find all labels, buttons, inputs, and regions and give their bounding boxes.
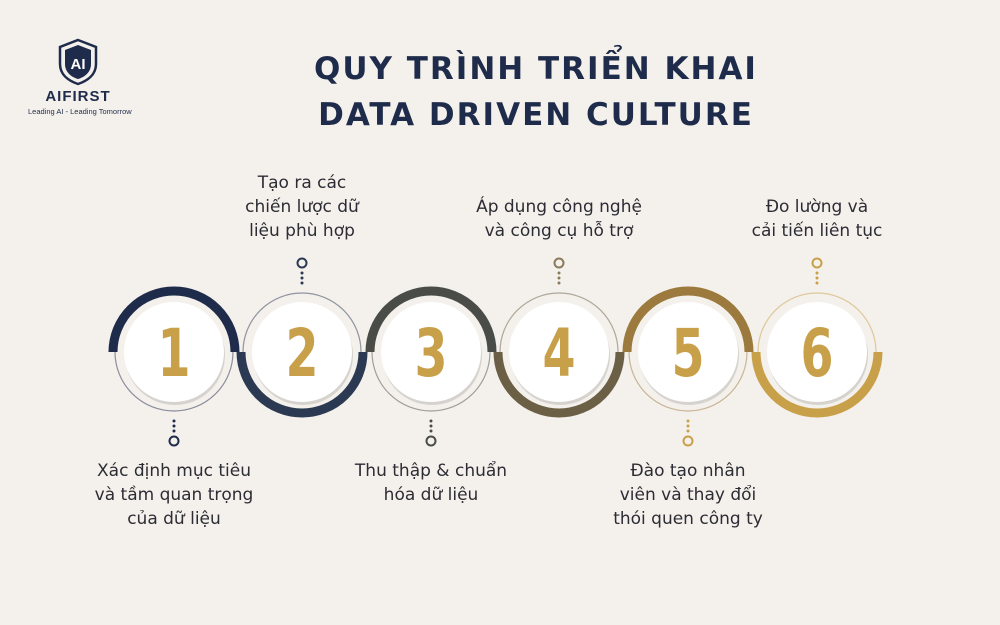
connector-dot bbox=[172, 419, 176, 423]
caption-line: hóa dữ liệu bbox=[383, 485, 479, 505]
page-title-line-1: QUY TRÌNH TRIỂN KHAI bbox=[314, 51, 758, 87]
step-ring-outline bbox=[371, 351, 491, 412]
step-number: 6 bbox=[800, 315, 833, 392]
connector-dot bbox=[686, 424, 690, 428]
caption-line: và tầm quan trọng bbox=[94, 485, 254, 505]
page-title-line-2: DATA DRIVEN CULTURE bbox=[318, 97, 754, 133]
connector-dot bbox=[429, 424, 433, 428]
caption-line: Tạo ra các bbox=[257, 173, 347, 193]
connector-node-icon bbox=[553, 257, 565, 269]
step-ring-outline bbox=[499, 292, 619, 353]
step-circle bbox=[252, 302, 352, 402]
step-circle bbox=[638, 302, 738, 402]
step-3: 3 bbox=[365, 286, 497, 447]
brand-name: AIFIRST bbox=[45, 88, 111, 105]
connector-node-icon bbox=[296, 257, 308, 269]
step-4: 4 bbox=[493, 257, 625, 418]
connector-node-icon bbox=[168, 435, 180, 447]
step-ring-arc bbox=[493, 351, 625, 418]
connector-dot bbox=[686, 429, 690, 433]
connector-node-icon bbox=[811, 257, 823, 269]
step-number: 5 bbox=[671, 315, 704, 392]
caption-line: của dữ liệu bbox=[127, 509, 221, 529]
step-circle bbox=[767, 302, 867, 402]
step-1: 1 bbox=[108, 286, 240, 447]
step-ring-outline bbox=[757, 292, 877, 353]
caption-line: Thu thập & chuẩn bbox=[354, 461, 508, 481]
step-ring-arc bbox=[751, 351, 883, 418]
step-3-caption: Thu thập & chuẩn hóa dữ liệu bbox=[331, 459, 531, 507]
caption-line: Áp dụng công nghệ bbox=[476, 197, 642, 217]
step-number: 3 bbox=[414, 315, 447, 392]
step-4-caption: Áp dụng công nghệ và công cụ hỗ trợ bbox=[459, 195, 659, 243]
connector-dot bbox=[557, 281, 561, 285]
connector-dot bbox=[815, 276, 819, 280]
shield-emblem-icon: AI bbox=[58, 38, 98, 86]
step-number: 4 bbox=[542, 315, 575, 392]
connector-dot bbox=[429, 429, 433, 433]
connector-dot bbox=[815, 271, 819, 275]
step-ring-outline bbox=[628, 351, 748, 412]
step-ring-arc bbox=[622, 286, 754, 353]
emblem-text: AI bbox=[71, 56, 86, 73]
connector-dot bbox=[300, 276, 304, 280]
caption-line: Đào tạo nhân bbox=[630, 461, 746, 481]
connector-dot bbox=[172, 429, 176, 433]
connector-dot bbox=[815, 281, 819, 285]
caption-line: và công cụ hỗ trợ bbox=[484, 221, 634, 241]
connector-node-icon bbox=[682, 435, 694, 447]
caption-line: cải tiến liên tục bbox=[751, 221, 883, 241]
step-5: 5 bbox=[622, 286, 754, 447]
caption-line: viên và thay đổi bbox=[619, 485, 757, 505]
step-ring-arc bbox=[365, 286, 497, 353]
step-number: 1 bbox=[157, 315, 190, 392]
step-5-caption: Đào tạo nhân viên và thay đổi thói quen cô… bbox=[588, 459, 788, 531]
connector-node-icon bbox=[425, 435, 437, 447]
brand-tagline: Leading AI - Leading Tomorrow bbox=[28, 107, 132, 116]
step-circle bbox=[509, 302, 609, 402]
caption-line: Đo lường và bbox=[765, 197, 869, 217]
connector-dot bbox=[557, 276, 561, 280]
step-2: 2 bbox=[236, 257, 368, 418]
connector-dot bbox=[686, 419, 690, 423]
step-6: 6 bbox=[751, 257, 883, 418]
connector-dot bbox=[429, 419, 433, 423]
caption-line: thói quen công ty bbox=[613, 509, 763, 529]
brand-logo: AI AIFIRST Leading AI - Leading Tomorrow bbox=[28, 38, 132, 116]
step-circle bbox=[124, 302, 224, 402]
caption-line: liệu phù hợp bbox=[249, 221, 355, 241]
caption-line: chiến lược dữ bbox=[245, 197, 359, 217]
step-ring-outline bbox=[114, 351, 234, 412]
step-circle bbox=[381, 302, 481, 402]
connector-dot bbox=[557, 271, 561, 275]
step-6-caption: Đo lường và cải tiến liên tục bbox=[717, 195, 917, 243]
step-1-caption: Xác định mục tiêu và tầm quan trọng của dữ… bbox=[74, 459, 274, 531]
connector-dot bbox=[300, 271, 304, 275]
caption-line: Xác định mục tiêu bbox=[97, 461, 251, 481]
step-ring-outline bbox=[242, 292, 362, 353]
connector-dot bbox=[172, 424, 176, 428]
step-number: 2 bbox=[285, 315, 318, 392]
connector-dot bbox=[300, 281, 304, 285]
step-ring-arc bbox=[236, 351, 368, 418]
step-2-caption: Tạo ra các chiến lược dữ liệu phù hợp bbox=[202, 171, 402, 243]
step-ring-arc bbox=[108, 286, 240, 353]
